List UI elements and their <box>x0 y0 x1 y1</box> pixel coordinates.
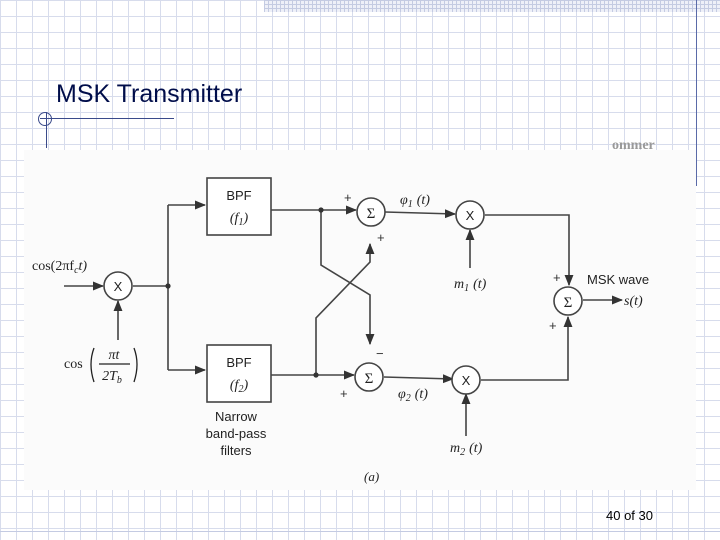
bpf1-parameter: (f1) <box>230 211 249 228</box>
figure-caption: (a) <box>364 469 379 484</box>
input-carrier-label: cos(2πfct) <box>32 259 87 276</box>
svg-text:Σ: Σ <box>367 206 376 222</box>
svg-text:X: X <box>114 279 123 294</box>
svg-text:X: X <box>462 373 471 388</box>
svg-text:πt: πt <box>109 348 121 363</box>
bpf-filter-1: BPF (f1) <box>206 177 272 236</box>
right-decorative-rule <box>696 0 697 186</box>
multiplier-input: X <box>103 271 133 301</box>
signal-wires <box>64 200 624 436</box>
svg-text:band-pass: band-pass <box>206 426 267 441</box>
slide-title: MSK Transmitter <box>56 80 243 108</box>
top-decorative-band <box>264 0 720 12</box>
title-ornament-circle <box>38 112 52 126</box>
summer-upper: Σ <box>356 197 386 227</box>
title-underline <box>40 118 174 119</box>
svg-text:−: − <box>376 346 384 361</box>
svg-text:+: + <box>549 318 557 333</box>
page-number: 40 of 30 <box>606 508 653 523</box>
svg-text:+: + <box>344 190 352 205</box>
summer-lower: Σ <box>354 362 384 392</box>
multiplier-lower: X <box>451 365 481 395</box>
junction-dot <box>318 207 324 213</box>
bpf-filter-2: BPF (f2) <box>206 344 272 403</box>
svg-text:cos: cos <box>64 357 83 372</box>
summer-output: Σ <box>553 286 583 316</box>
title-ornament-stem <box>46 112 47 148</box>
output-label: MSK wave <box>587 272 649 287</box>
svg-text:Σ: Σ <box>564 295 573 311</box>
modulation-cosine-label: cos πt 2Tb <box>64 347 138 386</box>
svg-text:+: + <box>553 270 561 285</box>
bottom-decorative-rule <box>0 531 720 532</box>
sum-signs: + + − + + + <box>340 190 561 401</box>
svg-text:2Tb: 2Tb <box>102 369 122 386</box>
svg-text:X: X <box>466 208 475 223</box>
phi1-label: φ1(t) <box>400 193 430 210</box>
phi2-label: φ2(t) <box>398 387 428 404</box>
bpf1-label: BPF <box>226 188 251 203</box>
m2-label: m2(t) <box>450 441 483 458</box>
multiplier-upper: X <box>455 200 485 230</box>
svg-text:+: + <box>340 386 348 401</box>
svg-text:Narrow: Narrow <box>215 409 258 424</box>
junction-dot <box>165 283 171 289</box>
m1-label: m1(t) <box>454 277 487 294</box>
junction-dot <box>313 372 319 378</box>
bpf2-label: BPF <box>226 355 251 370</box>
cropped-corner-text: ommer <box>612 138 655 153</box>
svg-text:filters: filters <box>220 443 252 458</box>
filters-note: Narrow band-pass filters <box>206 409 267 458</box>
output-signal-label: s(t) <box>624 294 643 309</box>
svg-text:Σ: Σ <box>365 371 374 387</box>
svg-text:+: + <box>377 230 385 245</box>
bpf2-parameter: (f2) <box>230 378 249 395</box>
